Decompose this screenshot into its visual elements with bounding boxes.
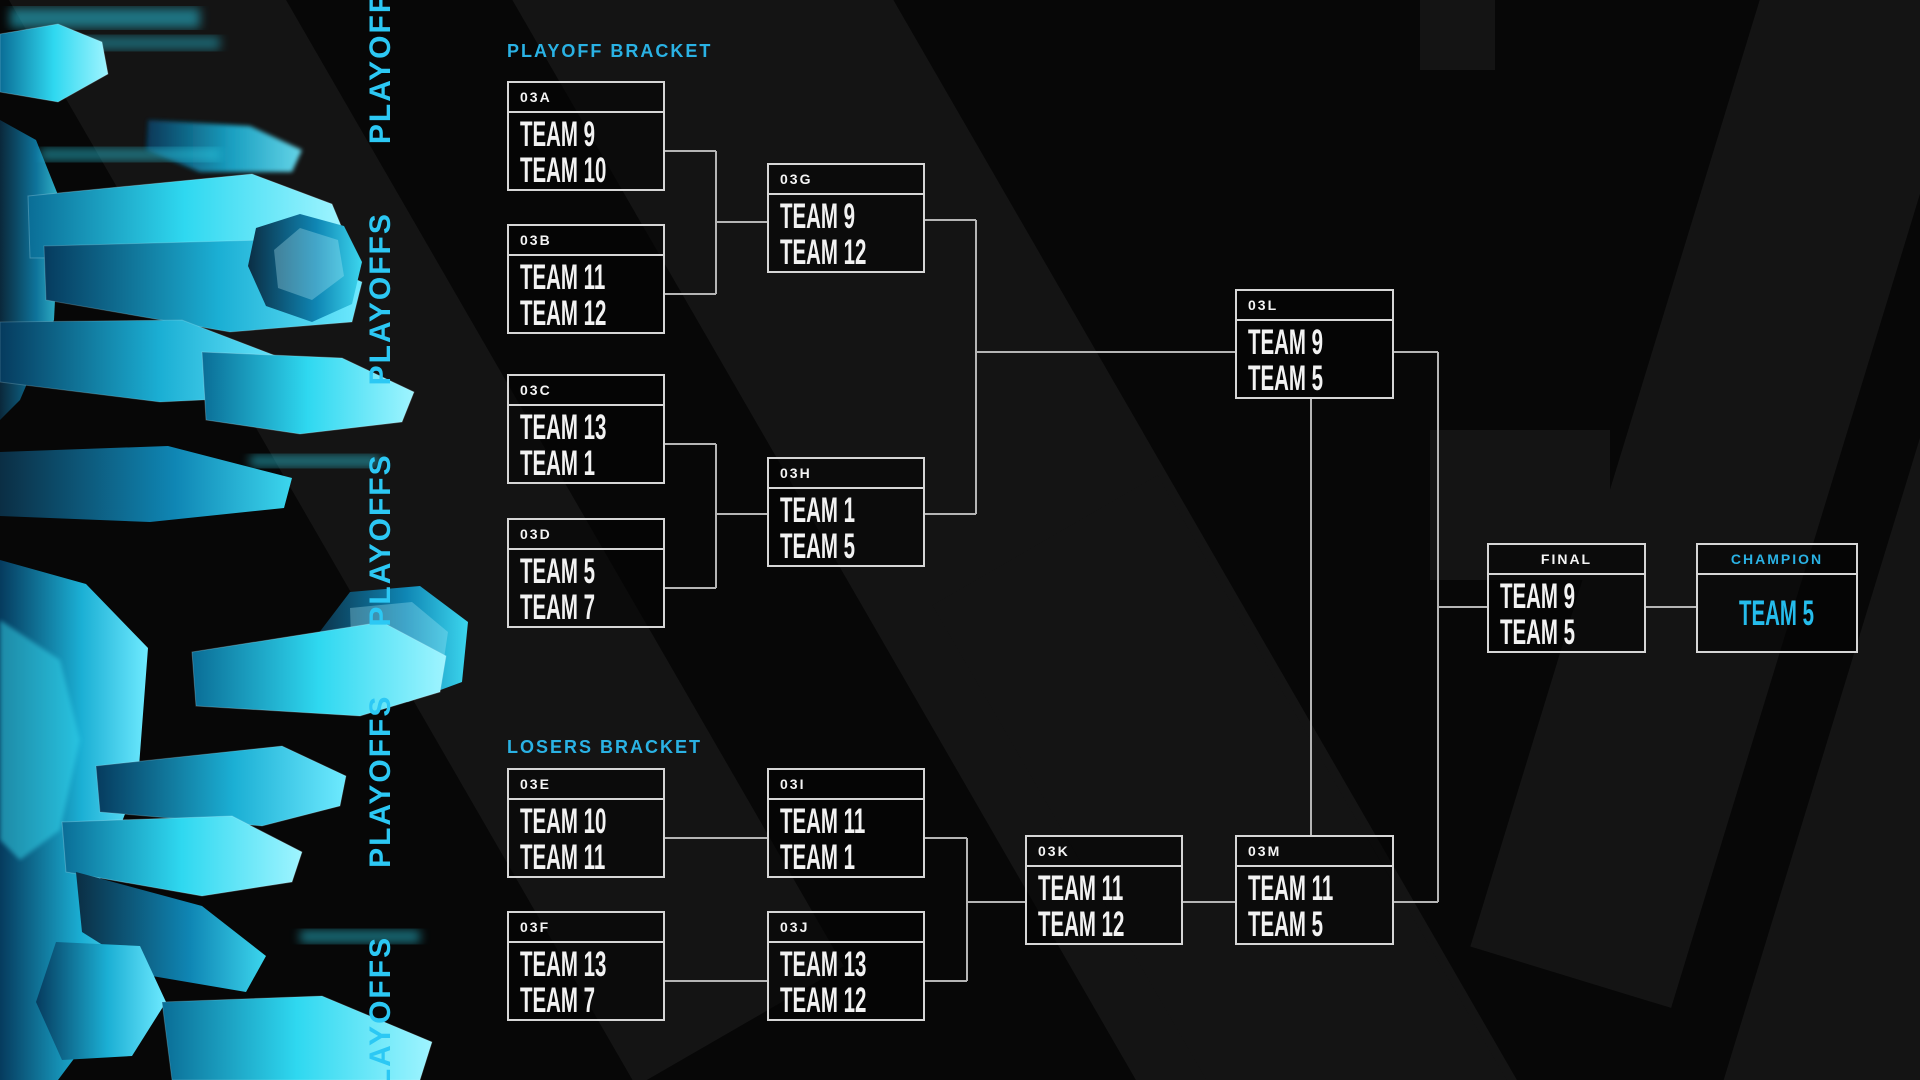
match-box-03j[interactable]: 03J TEAM 13 TEAM 12: [767, 911, 925, 1021]
match-box-03b[interactable]: 03B TEAM 11 TEAM 12: [507, 224, 665, 334]
match-id: 03I: [769, 770, 923, 800]
team-name: TEAM 5: [780, 525, 856, 566]
champion-label: CHAMPION: [1698, 545, 1856, 575]
champion-box[interactable]: CHAMPION TEAM 5: [1696, 543, 1858, 653]
match-id: 03F: [509, 913, 663, 943]
team-name: TEAM 9: [1248, 321, 1324, 362]
team-name: TEAM 12: [1038, 903, 1125, 944]
team-name: TEAM 9: [520, 113, 596, 154]
losers-bracket-heading: LOSERS BRACKET: [507, 737, 703, 757]
team-name: TEAM 12: [780, 231, 867, 272]
team-name: TEAM 11: [520, 836, 606, 877]
team-name: TEAM 5: [520, 550, 596, 591]
match-id: 03A: [509, 83, 663, 113]
match-box-03h[interactable]: 03H TEAM 1 TEAM 5: [767, 457, 925, 567]
team-name: TEAM 11: [520, 256, 606, 297]
match-id: 03J: [769, 913, 923, 943]
match-id: 03E: [509, 770, 663, 800]
match-box-03e[interactable]: 03E TEAM 10 TEAM 11: [507, 768, 665, 878]
team-name: TEAM 5: [1248, 903, 1324, 944]
match-id: 03L: [1237, 291, 1392, 321]
match-box-03c[interactable]: 03C TEAM 13 TEAM 1: [507, 374, 665, 484]
team-name: TEAM 1: [780, 836, 856, 877]
match-box-03l[interactable]: 03L TEAM 9 TEAM 5: [1235, 289, 1394, 399]
team-name: TEAM 12: [780, 979, 867, 1020]
match-id: 03H: [769, 459, 923, 489]
team-name: TEAM 5: [1248, 357, 1324, 398]
crystal-artwork: [0, 8, 468, 1080]
team-name: TEAM 11: [780, 800, 866, 841]
team-name: TEAM 1: [520, 442, 596, 483]
winners-bracket-heading: PLAYOFF BRACKET: [507, 41, 713, 61]
match-id: 03M: [1237, 837, 1392, 867]
match-id: 03K: [1027, 837, 1181, 867]
match-box-03m[interactable]: 03M TEAM 11 TEAM 5: [1235, 835, 1394, 945]
team-name: TEAM 13: [520, 406, 607, 447]
team-name: TEAM 10: [520, 149, 607, 190]
final-match-box[interactable]: FINAL TEAM 9 TEAM 5: [1487, 543, 1646, 653]
bg-band: [1420, 0, 1495, 70]
match-box-03a[interactable]: 03A TEAM 9 TEAM 10: [507, 81, 665, 191]
team-name: TEAM 12: [520, 292, 607, 333]
match-box-03k[interactable]: 03K TEAM 11 TEAM 12: [1025, 835, 1183, 945]
match-id: 03D: [509, 520, 663, 550]
champion-team-name: TEAM 5: [1739, 592, 1815, 633]
match-box-03i[interactable]: 03I TEAM 11 TEAM 1: [767, 768, 925, 878]
team-name: TEAM 1: [780, 489, 856, 530]
team-name: TEAM 7: [520, 979, 596, 1020]
team-name: TEAM 11: [1248, 867, 1334, 908]
team-name: TEAM 13: [780, 943, 867, 984]
match-box-03d[interactable]: 03D TEAM 5 TEAM 7: [507, 518, 665, 628]
team-name: TEAM 9: [1500, 575, 1576, 616]
team-name: TEAM 11: [1038, 867, 1124, 908]
match-id: 03B: [509, 226, 663, 256]
team-name: TEAM 10: [520, 800, 607, 841]
match-box-03g[interactable]: 03G TEAM 9 TEAM 12: [767, 163, 925, 273]
match-id: 03G: [769, 165, 923, 195]
match-id: 03C: [509, 376, 663, 406]
team-name: TEAM 7: [520, 586, 596, 627]
match-box-03f[interactable]: 03F TEAM 13 TEAM 7: [507, 911, 665, 1021]
final-label: FINAL: [1489, 545, 1644, 575]
team-name: TEAM 9: [780, 195, 856, 236]
team-name: TEAM 5: [1500, 611, 1576, 652]
team-name: TEAM 13: [520, 943, 607, 984]
